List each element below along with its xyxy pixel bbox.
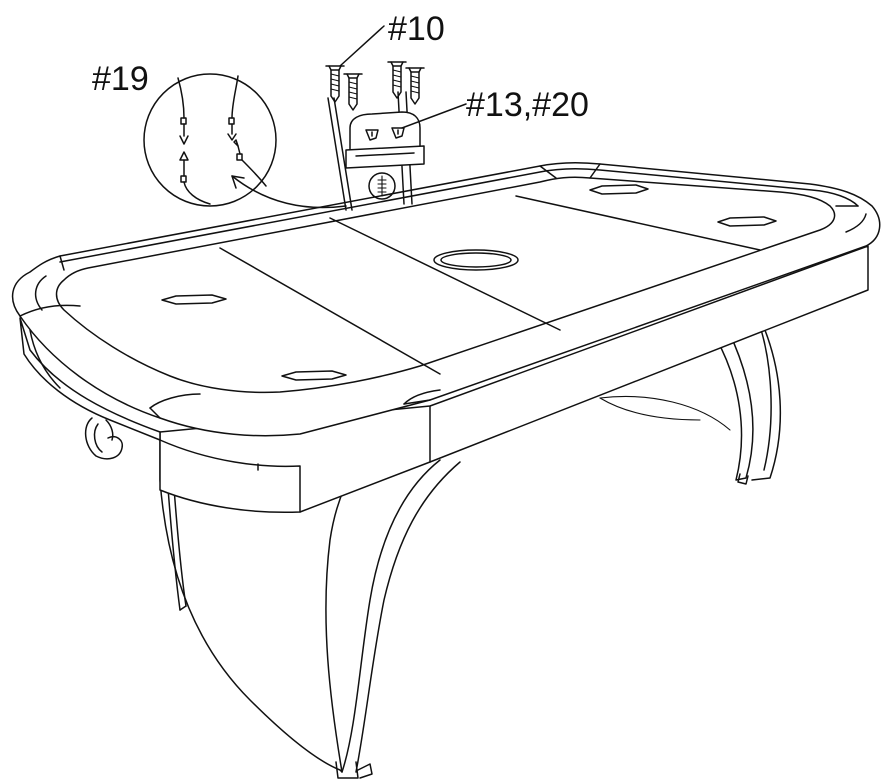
table-rail bbox=[11, 161, 881, 437]
screw-4 bbox=[405, 67, 425, 105]
leader-lines bbox=[339, 25, 467, 129]
wire-connector-detail bbox=[143, 73, 347, 209]
part-label-10: #10 bbox=[388, 10, 445, 48]
screw-2 bbox=[343, 73, 363, 111]
part-label-19: #19 bbox=[92, 60, 149, 98]
scoreboard-assembly bbox=[327, 91, 425, 211]
front-left-leg bbox=[159, 439, 461, 779]
part-label-13-20: #13,#20 bbox=[466, 86, 589, 124]
screw-3 bbox=[387, 61, 407, 99]
screws-group bbox=[325, 61, 425, 111]
playing-surface bbox=[161, 184, 777, 381]
back-right-leg bbox=[599, 317, 782, 485]
screw-1 bbox=[325, 65, 345, 103]
table-apron bbox=[19, 245, 869, 514]
hanging-puck-holder bbox=[84, 417, 124, 460]
